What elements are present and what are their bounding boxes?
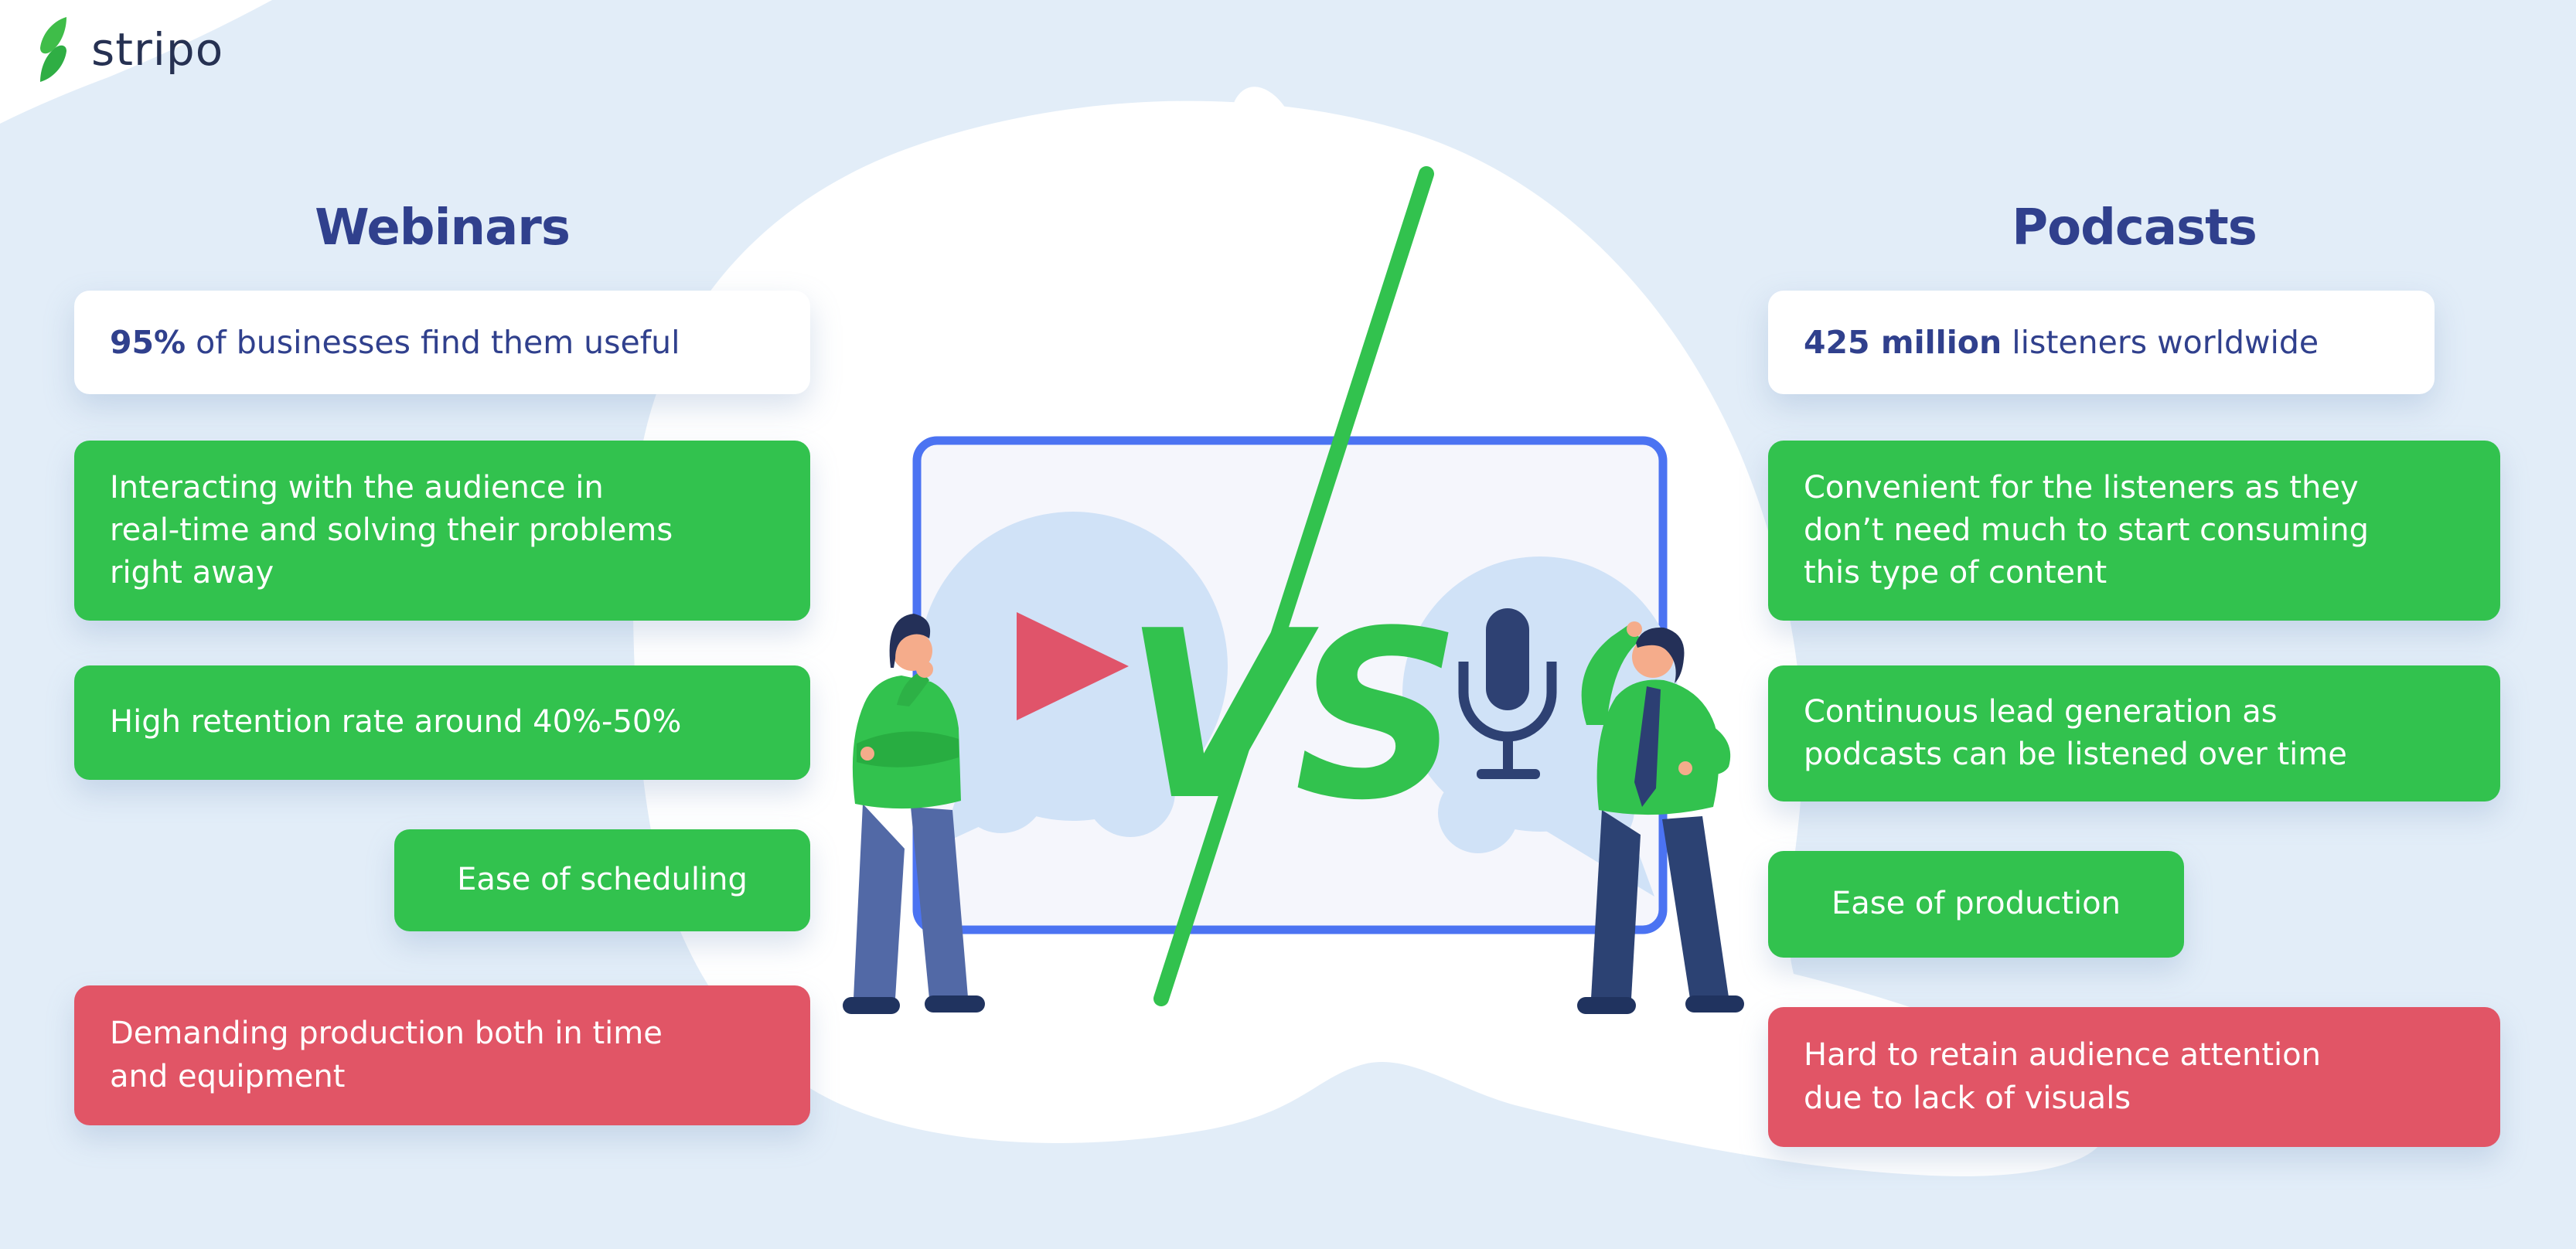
corner-blob [0, 0, 272, 124]
left-character [843, 614, 985, 1014]
webinars-stat-card: 95% of businesses find them useful [74, 291, 810, 394]
podcasts-stat-text: listeners worldwide [2002, 323, 2319, 361]
webinars-stat-number: 95% [110, 323, 186, 361]
stripo-lightning-icon [40, 17, 66, 82]
webinars-stat-text: of businesses find them useful [186, 323, 680, 361]
play-icon [1017, 612, 1129, 720]
podcasts-stat-card: 425 million listeners worldwide [1768, 291, 2435, 394]
vs-label: VS [1124, 581, 1452, 851]
microphone-icon [1458, 608, 1557, 779]
webinars-pro-card: Ease of scheduling [394, 829, 810, 931]
stripo-logo: stripo [23, 15, 223, 83]
divider-line [1153, 166, 1434, 1006]
webinars-con-card: Demanding production both in time and eq… [74, 985, 810, 1125]
podcasts-pro-card: Convenient for the listeners as they don… [1768, 441, 2500, 621]
speech-bubble-webinar [918, 512, 1228, 844]
webinars-pro-card: Interacting with the audience in real-ti… [74, 441, 810, 621]
podcasts-con-card: Hard to retain audience attention due to… [1768, 1007, 2500, 1147]
podcasts-title: Podcasts [2012, 199, 2257, 257]
podcasts-pro-card: Ease of production [1768, 851, 2184, 958]
webinars-pro-card: High retention rate around 40%-50% [74, 665, 810, 780]
decor-ellipse [1230, 87, 1301, 195]
webinars-title: Webinars [315, 199, 571, 257]
right-character [1577, 621, 1744, 1014]
stripo-wordmark: stripo [91, 23, 224, 76]
podcasts-stat-number: 425 million [1804, 323, 2002, 361]
podcasts-pro-card: Continuous lead generation as podcasts c… [1768, 665, 2500, 801]
